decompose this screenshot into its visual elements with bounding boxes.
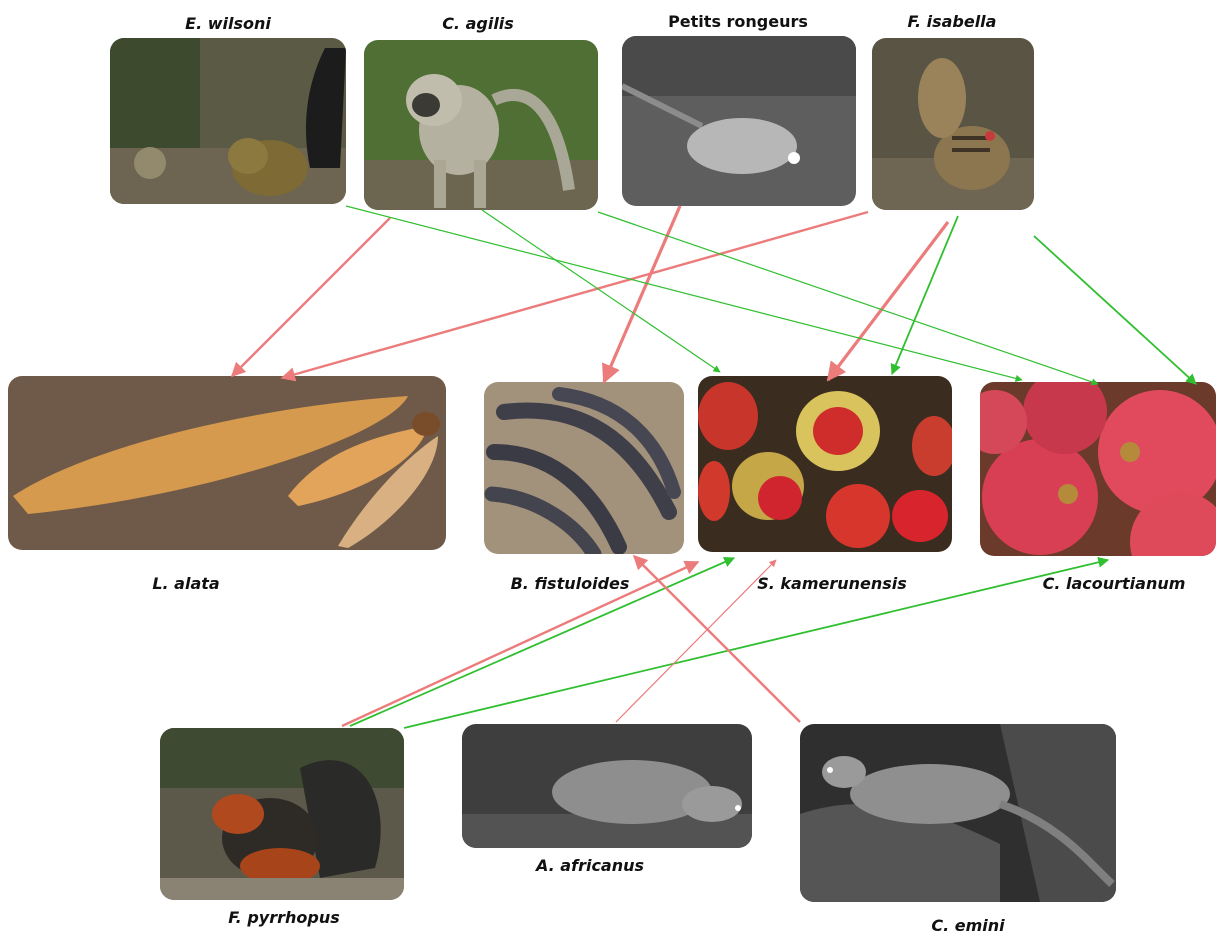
photo-c-lacourtianum <box>980 382 1216 556</box>
arrow-c-agilis-to-s-kamerunensis-green <box>482 210 720 372</box>
photo-a-africanus <box>462 724 752 848</box>
photo-s-kamerunensis <box>698 376 952 552</box>
label-b-fistuloides: B. fistuloides <box>511 574 630 593</box>
label-f-pyrrhopus: F. pyrrhopus <box>228 908 339 927</box>
label-f-isabella: F. isabella <box>908 12 997 31</box>
arrow-f-isabella-to-c-lacourtianum-green <box>1034 236 1196 384</box>
photo-b-fistuloides <box>484 382 684 554</box>
arrow-e-wilsoni-to-c-lacourtianum-green <box>346 206 1022 380</box>
arrow-c-agilis-to-l-alata-red <box>232 218 390 376</box>
label-c-agilis: C. agilis <box>442 14 514 33</box>
photo-f-isabella <box>872 38 1034 210</box>
label-petits-rongeurs: Petits rongeurs <box>668 12 808 31</box>
label-c-emini: C. emini <box>931 916 1004 935</box>
photo-e-wilsoni <box>110 38 346 204</box>
arrow-a-africanus-to-s-kamerunensis-red <box>616 560 776 722</box>
arrow-f-pyrrhopus-to-c-lacourtianum-green <box>404 560 1108 728</box>
arrow-c-agilis-to-c-lacourtianum-green <box>598 212 1098 384</box>
photo-c-agilis <box>364 40 598 210</box>
photo-f-pyrrhopus <box>160 728 404 900</box>
photo-l-alata <box>8 376 446 550</box>
arrow-f-isabella-to-s-kamerunensis-green <box>892 216 958 374</box>
label-l-alata: L. alata <box>152 574 219 593</box>
arrow-petits-rongeurs-to-b-fistuloides-red <box>604 206 680 382</box>
label-c-lacourtianum: C. lacourtianum <box>1043 574 1186 593</box>
arrow-f-isabella-to-s-kamerunensis-red <box>828 222 948 380</box>
photo-petits-rongeurs <box>622 36 856 206</box>
label-s-kamerunensis: S. kamerunensis <box>757 574 907 593</box>
label-e-wilsoni: E. wilsoni <box>185 14 271 33</box>
arrow-f-isabella-to-l-alata-red <box>282 212 868 378</box>
photo-c-emini <box>800 724 1116 902</box>
label-a-africanus: A. africanus <box>536 856 644 875</box>
